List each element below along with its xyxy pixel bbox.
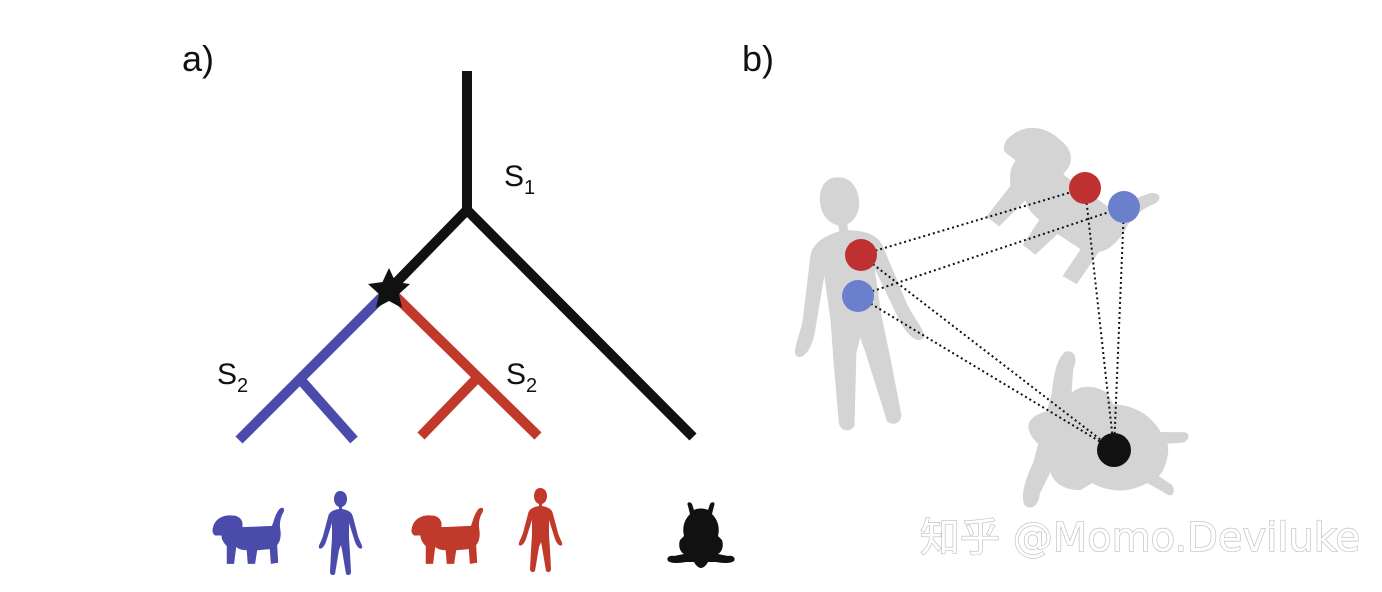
red-human-icon xyxy=(518,488,563,573)
panel-a: a) S1 S2 S2 xyxy=(182,38,735,576)
duplication-star-icon xyxy=(368,268,410,308)
black-frog-icon xyxy=(667,502,735,568)
watermark-text: 知乎 @Momo.Deviluke xyxy=(920,515,1360,561)
tree-red-subbranch xyxy=(417,373,482,440)
tree-red-branch xyxy=(385,286,542,440)
panel-a-label: a) xyxy=(182,38,214,79)
panel-b: b) xyxy=(742,38,1202,543)
node-dog-blue xyxy=(1108,191,1140,223)
blue-dog-icon xyxy=(212,507,285,564)
speciation-label-s2-left: S2 xyxy=(217,358,248,397)
node-dog-red xyxy=(1069,172,1101,204)
tree-blue-subbranch xyxy=(296,375,358,444)
tree-frog-branch xyxy=(463,206,697,441)
line-dog-blue-to-frog xyxy=(1113,206,1125,451)
node-human-red xyxy=(845,239,877,271)
speciation-label-s2-right: S2 xyxy=(506,358,537,397)
line-dog-red-to-frog xyxy=(1084,187,1115,451)
node-human-blue xyxy=(842,280,874,312)
speciation-label-s1: S1 xyxy=(504,160,535,199)
tree-blue-branch xyxy=(235,286,393,444)
line-human-red-to-dog-red xyxy=(860,187,1086,256)
distance-lines xyxy=(857,187,1125,451)
red-dog-icon xyxy=(411,507,484,564)
panel-b-label: b) xyxy=(742,38,774,79)
tree-duplication-branch xyxy=(385,206,471,294)
blue-human-icon xyxy=(318,491,363,576)
line-human-blue-to-dog-blue xyxy=(857,206,1125,297)
line-human-red-to-frog xyxy=(860,254,1115,451)
node-frog xyxy=(1097,433,1131,467)
phylogenetic-tree xyxy=(235,71,697,444)
